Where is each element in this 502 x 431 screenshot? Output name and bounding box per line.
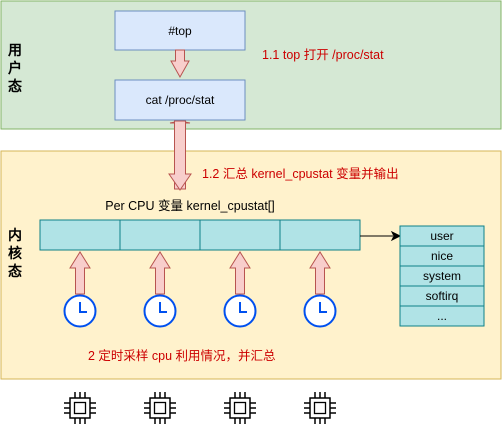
- step-1-2-label: 1.2 汇总 kernel_cpustat 变量并输出: [202, 166, 399, 181]
- user-space-label-char: 态: [8, 78, 22, 94]
- cpustat-fields-table: user nice system softirq ...: [399, 225, 485, 327]
- sample-arrow: [69, 251, 91, 295]
- top-process-box: [114, 10, 246, 51]
- top-process-label: #top: [168, 24, 192, 38]
- cpu-chip-icon: [63, 391, 97, 425]
- per-cpu-array: [39, 219, 361, 251]
- kernel-space-label-char: 内: [8, 227, 22, 243]
- timer-clock-icon: [63, 294, 97, 328]
- step-1-1-label: 1.1 top 打开 /proc/stat: [262, 48, 384, 62]
- timer-clock-icon: [143, 294, 177, 328]
- sample-arrow: [149, 251, 171, 295]
- cpu-chip-icon: [143, 391, 177, 425]
- open-arrow: [170, 49, 190, 79]
- kernel-space-label-char: 核: [8, 245, 22, 261]
- cpustat-field: nice: [431, 249, 453, 263]
- user-space-label-char: 用: [8, 42, 22, 58]
- per-cpu-cell: [119, 219, 201, 251]
- per-cpu-cell: [39, 219, 121, 251]
- cpustat-field-cell: [399, 305, 485, 327]
- cpustat-field: ...: [437, 309, 447, 323]
- cpustat-field: softirq: [426, 289, 459, 303]
- cat-proc-stat-box: [114, 79, 246, 121]
- user-space-label-char: 户: [8, 60, 22, 76]
- per-cpu-array-label: Per CPU 变量 kernel_cpustat[]: [105, 198, 275, 213]
- cat-proc-stat-label: cat /proc/stat: [146, 93, 215, 107]
- output-arrow-head: [168, 120, 192, 191]
- per-cpu-cell: [199, 219, 281, 251]
- array-to-fields-arrowhead: [390, 230, 402, 242]
- timer-clock-icon: [223, 294, 257, 328]
- cpu-chip-icon: [303, 391, 337, 425]
- cpustat-field: system: [423, 269, 461, 283]
- user-space-zone: [0, 0, 502, 130]
- cpu-chip-icon: [223, 391, 257, 425]
- timer-clock-icon: [303, 294, 337, 328]
- cpustat-field: user: [430, 229, 453, 243]
- sample-arrow: [309, 251, 331, 295]
- step-2-label: 2 定时采样 cpu 利用情况，并汇总: [88, 348, 276, 363]
- sample-arrow: [229, 251, 251, 295]
- per-cpu-cell: [279, 219, 361, 251]
- kernel-space-label-char: 态: [8, 263, 22, 279]
